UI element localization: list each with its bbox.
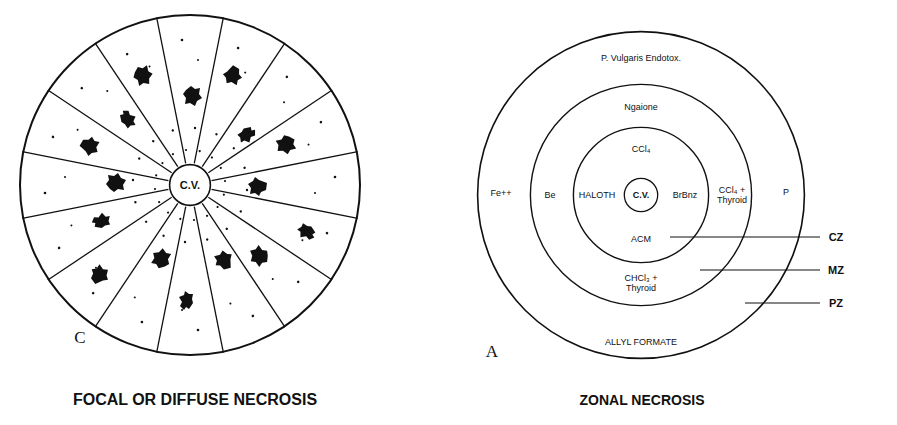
agent-label: CCl₄ + Thyroid (712, 185, 752, 206)
necrosis-focus (90, 211, 113, 231)
circle-outline (624, 178, 657, 211)
dot-group (224, 176, 336, 194)
agent-label: P. Vulgaris Endotox. (601, 53, 681, 63)
circle-outline (573, 127, 708, 262)
agent-label: CCl₄ (632, 144, 651, 154)
dot-group (181, 219, 199, 331)
necrosis-foci (77, 63, 317, 310)
agent-label: P (783, 187, 789, 197)
agent-label: HALOTH (579, 190, 616, 200)
dot-group (181, 39, 199, 151)
zone-label: PZ (829, 297, 843, 310)
central-vein-circle: C.V. (623, 177, 659, 213)
circle-outline (170, 165, 211, 206)
dot-group (195, 213, 255, 324)
agent-label: ACM (631, 234, 651, 244)
necrosis-focus (116, 107, 139, 130)
dot-group (80, 203, 172, 295)
agent-label: ALLYL FORMATE (605, 337, 677, 347)
zone-label: CZ (829, 231, 844, 244)
dot-group (194, 46, 254, 157)
agent-label: Ngaione (624, 102, 658, 112)
central-vein-circle: C.V. (168, 163, 212, 207)
leader-line (745, 302, 820, 303)
circle-outline (20, 15, 360, 355)
necrosis-focus (106, 173, 126, 192)
necrosis-focus (77, 134, 102, 159)
necrosis-focus (183, 86, 202, 106)
necrosis-focus (130, 63, 155, 89)
dot-group (208, 202, 300, 294)
circle-outline (530, 84, 751, 305)
agent-label: BrBnz (673, 190, 698, 200)
spoke-line (48, 90, 172, 173)
spoke-line (202, 43, 285, 167)
panel-letter: A (486, 342, 498, 362)
dot-group (218, 189, 329, 249)
necrosis-focus (235, 123, 258, 146)
necrosis-focus (273, 132, 299, 157)
panel-caption: FOCAL OR DIFFUSE NECROSIS (73, 391, 317, 409)
panel-letter: C (74, 328, 85, 348)
dot-group (126, 213, 186, 324)
lobule-circle: C.V. (18, 13, 362, 357)
agent-label: C.V. (180, 179, 200, 192)
agent-label: Fe++ (490, 188, 511, 198)
panel-caption: ZONAL NECROSIS (580, 392, 705, 408)
centrilobular-circle: CCl₄ HALOTH BrBnzACM C.V. (572, 126, 710, 264)
dot-group (218, 120, 329, 180)
lobule-spokes (22, 17, 357, 352)
necrosis-focus (86, 261, 113, 288)
necrosis-focus (179, 291, 193, 310)
dot-group (51, 190, 162, 250)
agent-label: Be (544, 190, 555, 200)
necrosis-focus (295, 222, 318, 242)
spoke-line (208, 197, 332, 280)
dot-group (44, 176, 156, 194)
leader-line (670, 236, 820, 237)
midzonal-circle: NgaioneBe CCl₄ + ThyroidCHCl₃ + Thyroid CC… (529, 83, 753, 307)
agent-label: C.V. (633, 190, 650, 200)
dot-group (80, 75, 172, 167)
dot-group (51, 121, 162, 181)
necrosis-focus (149, 246, 174, 272)
dot-group (125, 46, 185, 157)
necrosis-focus (248, 177, 267, 196)
necrosis-dots (44, 39, 337, 332)
zone-label: MZ (828, 264, 844, 277)
agent-label: CHCl₃ + Thyroid (611, 273, 671, 294)
necrosis-focus (245, 242, 273, 270)
necrosis-focus (220, 63, 245, 88)
dot-group (207, 75, 299, 167)
necrosis-focus (211, 248, 236, 273)
circle-outline (478, 32, 805, 359)
periportal-zone-circle: P. Vulgaris Endotox. Fe++ P ALLYL FORMATE Ng… (476, 30, 806, 360)
leader-line (700, 269, 820, 270)
